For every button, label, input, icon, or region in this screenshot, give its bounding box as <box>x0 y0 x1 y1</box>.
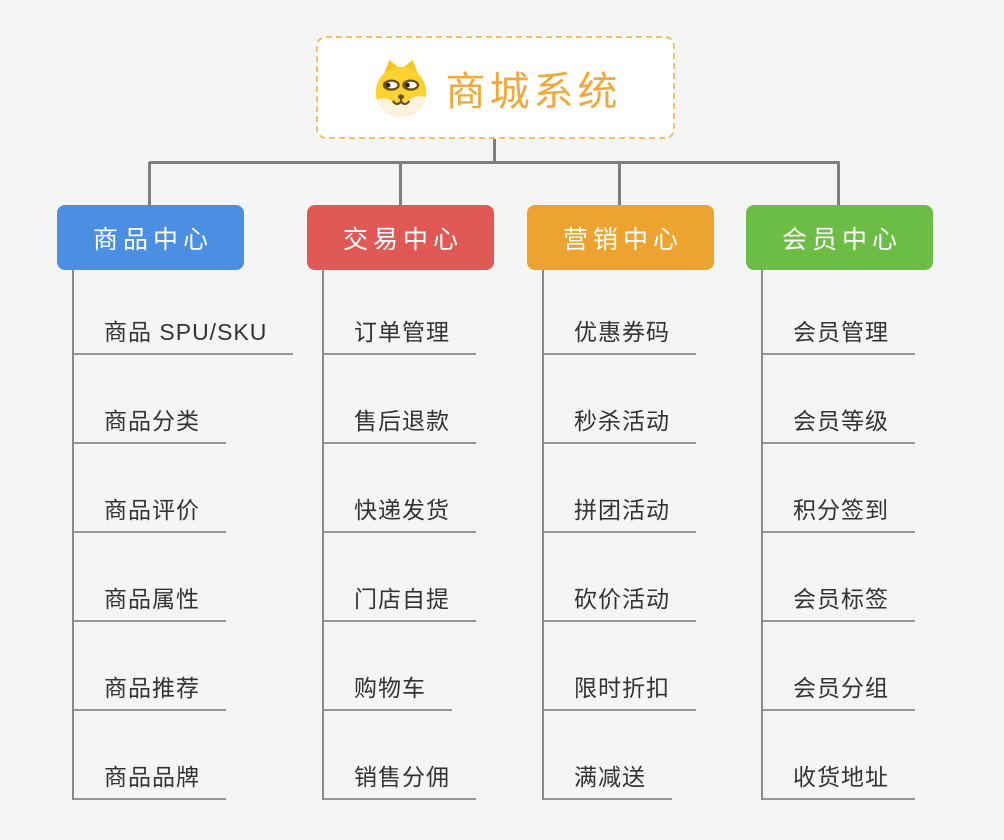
connector-root-stem <box>493 139 496 163</box>
branch-item[interactable]: 商品分类 <box>74 355 293 444</box>
branch-list-member: 会员管理 会员等级 积分签到 会员标签 会员分组 收货地址 <box>761 270 915 800</box>
branch-item-label[interactable]: 购物车 <box>324 669 452 711</box>
page-title: 商城系统 <box>445 69 622 114</box>
root-node[interactable]: 商城系统 <box>316 36 675 139</box>
branch-header-marketing[interactable]: 营销中心 <box>527 205 714 270</box>
branch-item[interactable]: 商品推荐 <box>74 622 293 711</box>
branch-item-label[interactable]: 订单管理 <box>324 313 476 355</box>
branch-item-label[interactable]: 拼团活动 <box>544 491 696 533</box>
branch-item[interactable]: 会员分组 <box>763 622 915 711</box>
branch-item[interactable]: 收货地址 <box>763 711 915 800</box>
connector-bus <box>149 161 840 164</box>
branch-list-trade: 订单管理 售后退款 快递发货 门店自提 购物车 销售分佣 <box>322 270 476 800</box>
branch-item[interactable]: 商品 SPU/SKU <box>74 270 294 355</box>
branch-item-label[interactable]: 会员管理 <box>763 313 915 355</box>
branch-item[interactable]: 会员标签 <box>763 533 915 622</box>
branch-item[interactable]: 会员管理 <box>763 270 915 355</box>
branch-item[interactable]: 销售分佣 <box>324 711 476 800</box>
connector-drop-product <box>148 162 151 205</box>
branch-header-trade[interactable]: 交易中心 <box>307 205 494 270</box>
branch-item[interactable]: 购物车 <box>324 622 476 711</box>
branch-item-label[interactable]: 满减送 <box>544 758 672 800</box>
branch-list-marketing: 优惠券码 秒杀活动 拼团活动 砍价活动 限时折扣 满减送 <box>542 270 696 800</box>
branch-item[interactable]: 售后退款 <box>324 355 476 444</box>
branch-item-label[interactable]: 砍价活动 <box>544 580 696 622</box>
branch-item-label[interactable]: 快递发货 <box>324 491 476 533</box>
connector-drop-member <box>837 162 840 205</box>
branch-item-label[interactable]: 会员分组 <box>763 669 915 711</box>
branch-item[interactable]: 订单管理 <box>324 270 476 355</box>
branch-item[interactable]: 限时折扣 <box>544 622 696 711</box>
branch-item[interactable]: 满减送 <box>544 711 696 800</box>
branch-item[interactable]: 优惠券码 <box>544 270 696 355</box>
branch-list-product: 商品 SPU/SKU 商品分类 商品评价 商品属性 商品推荐 商品品牌 <box>72 270 294 800</box>
branch-item-label[interactable]: 积分签到 <box>763 491 915 533</box>
branch-item-label[interactable]: 商品品牌 <box>74 758 226 800</box>
branch-item[interactable]: 积分签到 <box>763 444 915 533</box>
branch-item-label[interactable]: 商品评价 <box>74 491 226 533</box>
branch-item-label[interactable]: 商品属性 <box>74 580 226 622</box>
branch-item[interactable]: 商品评价 <box>74 444 293 533</box>
branch-item-label[interactable]: 限时折扣 <box>544 669 696 711</box>
branch-item-label[interactable]: 收货地址 <box>763 758 915 800</box>
connector-drop-marketing <box>618 162 621 205</box>
branch-item-label[interactable]: 优惠券码 <box>544 313 696 355</box>
branch-item[interactable]: 快递发货 <box>324 444 476 533</box>
branch-item[interactable]: 会员等级 <box>763 355 915 444</box>
branch-item-label[interactable]: 售后退款 <box>324 402 476 444</box>
branch-item[interactable]: 砍价活动 <box>544 533 696 622</box>
dog-face-icon <box>375 59 426 117</box>
branch-item-label[interactable]: 销售分佣 <box>324 758 476 800</box>
branch-header-product[interactable]: 商品中心 <box>57 205 244 270</box>
branch-item[interactable]: 商品品牌 <box>74 711 293 800</box>
branch-header-member[interactable]: 会员中心 <box>746 205 933 270</box>
branch-item-label[interactable]: 商品推荐 <box>74 669 226 711</box>
branch-item-label[interactable]: 商品 SPU/SKU <box>74 313 294 355</box>
branch-item[interactable]: 商品属性 <box>74 533 293 622</box>
branch-item-label[interactable]: 秒杀活动 <box>544 402 696 444</box>
branch-item-label[interactable]: 会员等级 <box>763 402 915 444</box>
branch-item[interactable]: 拼团活动 <box>544 444 696 533</box>
branch-item-label[interactable]: 会员标签 <box>763 580 915 622</box>
connector-drop-trade <box>399 162 402 205</box>
branch-item[interactable]: 秒杀活动 <box>544 355 696 444</box>
branch-item[interactable]: 门店自提 <box>324 533 476 622</box>
branch-item-label[interactable]: 门店自提 <box>324 580 476 622</box>
branch-item-label[interactable]: 商品分类 <box>74 402 226 444</box>
